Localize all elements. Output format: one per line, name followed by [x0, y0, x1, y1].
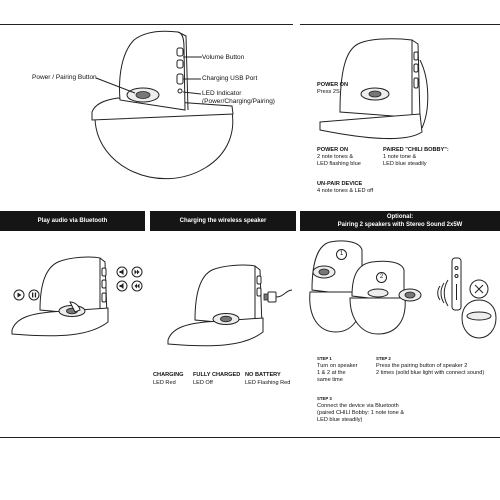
power-on2-title: POWER ON	[317, 147, 349, 153]
bar-optional-title: Optional:	[386, 214, 414, 220]
charging-state-3-title: NO BATTERY	[245, 372, 281, 378]
callout-led-indicator-sub: (Power/Charging/Pairing)	[202, 98, 275, 105]
charging-state-1-title: CHARGING	[153, 372, 184, 378]
power-on-text: Press 2S	[317, 89, 340, 95]
speaker-1-number-badge: 1	[336, 249, 347, 260]
top-rule-right	[300, 24, 500, 25]
step1-line-1: Turn on speaker	[317, 363, 358, 369]
paired-line-1: 1 note tone &	[383, 154, 417, 160]
bar-optional: Optional: Pairing 2 speakers with Stereo…	[300, 211, 500, 231]
callout-charging-usb-port: Charging USB Port	[202, 75, 258, 82]
speaker-1-number: 1	[339, 251, 344, 257]
unpair-text: 4 note tones & LED off	[317, 188, 374, 194]
charging-state-2-title: FULLY CHARGED	[193, 372, 241, 378]
step1-line-3: same time	[317, 377, 343, 383]
power-on2-line-1: 2 note tones &	[317, 154, 354, 160]
step1-line-2: 1 & 2 at the	[317, 370, 346, 376]
step3-line-1: Connect the device via Bluetooth	[317, 403, 399, 409]
callout-led-indicator: LED Indicator	[202, 90, 242, 97]
charging-state-3-text: LED Flashing Red	[245, 380, 291, 386]
step2-line-2: 2 times (solid blue light with connect s…	[376, 370, 485, 376]
power-on2-line-2: LED flashing blue	[317, 161, 361, 167]
bottom-rule	[0, 437, 500, 438]
bar-charging: Charging the wireless speaker	[150, 211, 296, 231]
unpair-title: UN-PAIR DEVICE	[317, 181, 363, 187]
step1-title: STEP 1	[317, 356, 332, 361]
paired-title: PAIRED "CHILI BOBBY":	[383, 147, 449, 153]
bar-play-audio: Play audio via Bluetooth	[0, 211, 145, 231]
speaker-2-number-badge: 2	[376, 272, 387, 283]
charging-state-1-text: LED Red	[153, 380, 176, 386]
charging-state-2-text: LED Off	[193, 380, 213, 386]
step2-line-1: Press the pairing button of speaker 2	[376, 363, 468, 369]
callout-volume-button: Volume Button	[202, 54, 245, 61]
top-rule-left	[0, 24, 293, 25]
step3-line-2: (paired CHILI Bobby: 1 note tone &	[317, 410, 405, 416]
step3-line-3: LED blue steadily)	[317, 417, 363, 423]
step2-title: STEP 2	[376, 356, 391, 361]
speaker-2-number: 2	[379, 274, 384, 280]
step3-title: STEP 3	[317, 396, 332, 401]
paired-line-2: LED blue steadily	[383, 161, 427, 167]
power-on-title: POWER ON	[317, 82, 349, 88]
bar-optional-sub: Pairing 2 speakers with Stereo Sound 2x5…	[337, 222, 463, 228]
callout-power-pairing-button: Power / Pairing Button	[32, 74, 97, 81]
